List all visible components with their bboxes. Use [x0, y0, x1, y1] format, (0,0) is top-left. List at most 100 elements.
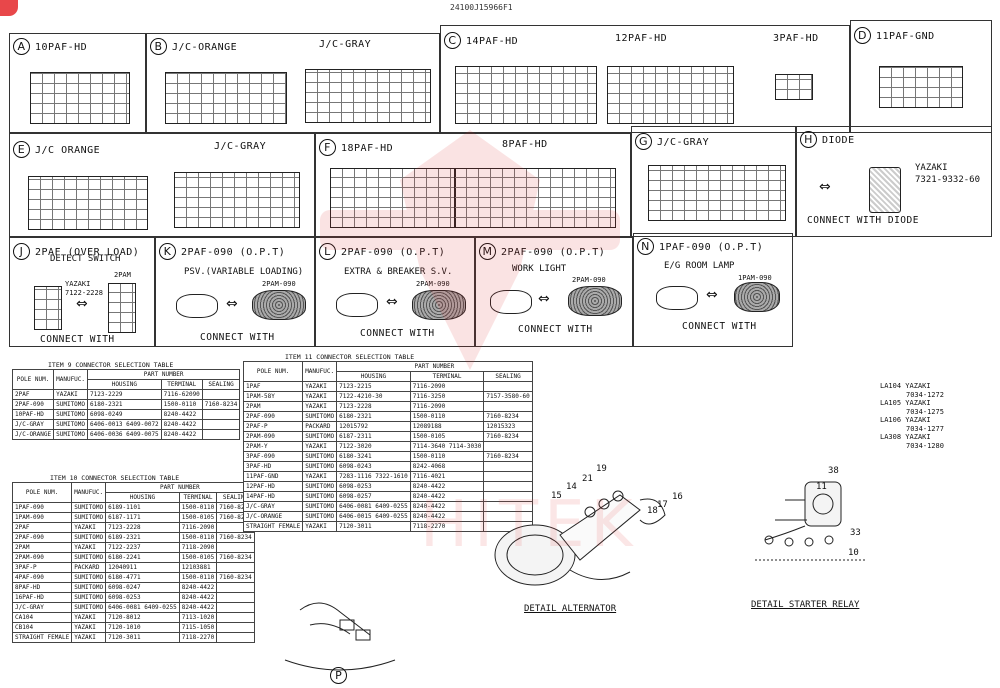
table-cell: 1500-0110 — [178, 502, 218, 513]
alternator-drawing — [494, 490, 666, 586]
table-cell: 14PAF-HD — [242, 491, 304, 502]
panel-m-connect-label: CONNECT WITH — [518, 324, 593, 335]
table-cell: J/C-GRAY — [11, 419, 55, 430]
table-cell: 3PAF-HD — [242, 461, 304, 472]
table-cell: YAZAKI — [71, 632, 107, 643]
connector-3paf-hd — [775, 74, 813, 100]
connector-jc-gray-g — [648, 165, 786, 221]
table-cell: 7122-4210-30 — [336, 391, 411, 402]
double-arrow-icon: ⇔ — [226, 296, 238, 312]
panel-m-subtitle: WORK LIGHT — [512, 264, 567, 274]
table-cell: 7157-3580-60 — [483, 391, 533, 402]
table-cell: YAZAKI — [53, 389, 89, 400]
panel-n-connect-label: CONNECT WITH — [682, 321, 757, 332]
panel-k-connect-label: CONNECT WITH — [200, 332, 275, 343]
double-arrow-icon: ⇔ — [538, 291, 550, 307]
table-cell: 7120-8012 — [105, 612, 180, 623]
table-cell: 7116-62090 — [160, 389, 203, 400]
table-cell: 7122-2237 — [105, 542, 180, 553]
table-cell: 1500-0110 — [178, 532, 218, 543]
table-cell: 1PAM-090 — [11, 512, 73, 523]
table-cell: 6406-0015 6409-0255 — [336, 511, 411, 522]
alternator-callout: 15 — [551, 491, 562, 501]
table-cell: SUMITOMO — [302, 511, 338, 522]
detail-p-label: P — [330, 664, 352, 684]
panel-j-subtitle: DETECT SWITCH — [50, 254, 121, 264]
connector-jc-gray-e — [174, 172, 300, 228]
panel-k-mate: 2PAM-090 — [262, 280, 296, 288]
table-cell — [216, 632, 255, 643]
table-cell: 8240-4422 — [178, 582, 218, 593]
table-cell: YAZAKI — [302, 441, 338, 452]
panel-l-subtitle: EXTRA & BREAKER S.V. — [344, 267, 453, 277]
table-cell: 1PAF-090 — [11, 502, 73, 513]
table-cell: 7115-1050 — [178, 622, 218, 633]
connector-10paf-hd — [30, 72, 130, 124]
table-cell: 1500-0105 — [178, 512, 218, 523]
table-cell — [216, 542, 255, 553]
table-cell — [201, 429, 241, 440]
table-cell: 6406-0013 6409-0072 — [87, 419, 162, 430]
table-cell: SUMITOMO — [302, 411, 338, 422]
table-cell: 6098-0257 — [336, 491, 411, 502]
table-cell — [216, 622, 255, 633]
table-cell: SUMITOMO — [71, 502, 107, 513]
panel-n-mate: 1PAM-090 — [738, 274, 772, 282]
table-cell: 7123-2215 — [336, 381, 411, 392]
table-cell: 6180-3241 — [336, 451, 411, 462]
diode-maker: YAZAKI — [915, 163, 948, 173]
table-cell: SUMITOMO — [302, 501, 338, 512]
table-cell: SUMITOMO — [71, 592, 107, 603]
alternator-callout: 21 — [582, 474, 593, 484]
panel-e-title2: J/C-GRAY — [214, 141, 267, 152]
table9-header-pole: POLE NUM. — [11, 369, 55, 390]
alternator-callout: 17 — [657, 500, 668, 510]
table11-header-sealing: SEALING — [483, 371, 533, 382]
table-cell: 6180-4771 — [105, 572, 180, 583]
starter-caption: DETAIL STARTER RELAY — [751, 600, 860, 610]
table-cell: 2PAM-Y — [242, 441, 304, 452]
table-cell: J/C-ORANGE — [11, 429, 55, 440]
table11-header-terminal: TERMINAL — [409, 371, 485, 382]
table9-header-sealing: SEALING — [201, 379, 241, 390]
panel-l-mate: 2PAM-090 — [416, 280, 450, 288]
table10-header-housing: HOUSING — [105, 492, 180, 503]
table-cell: 11PAF-GND — [242, 471, 304, 482]
table-cell: 6098-0253 — [336, 481, 411, 492]
table-cell: 2PAM — [11, 542, 73, 553]
table-cell: 7122-3020 — [336, 441, 411, 452]
table-cell: 7160-8234 — [216, 532, 255, 543]
document-code: 24100J15966F1 — [450, 3, 513, 12]
table-cell: SUMITOMO — [71, 552, 107, 563]
table-cell: YAZAKI — [302, 471, 338, 482]
table-cell: 3PAF-090 — [242, 451, 304, 462]
table-cell: 2PAM — [242, 401, 304, 412]
connector-2paf-090-k — [176, 294, 218, 318]
double-arrow-icon: ⇔ — [76, 296, 88, 312]
table-cell — [216, 612, 255, 623]
table-cell: YAZAKI — [71, 542, 107, 553]
table-cell: SUMITOMO — [71, 512, 107, 523]
